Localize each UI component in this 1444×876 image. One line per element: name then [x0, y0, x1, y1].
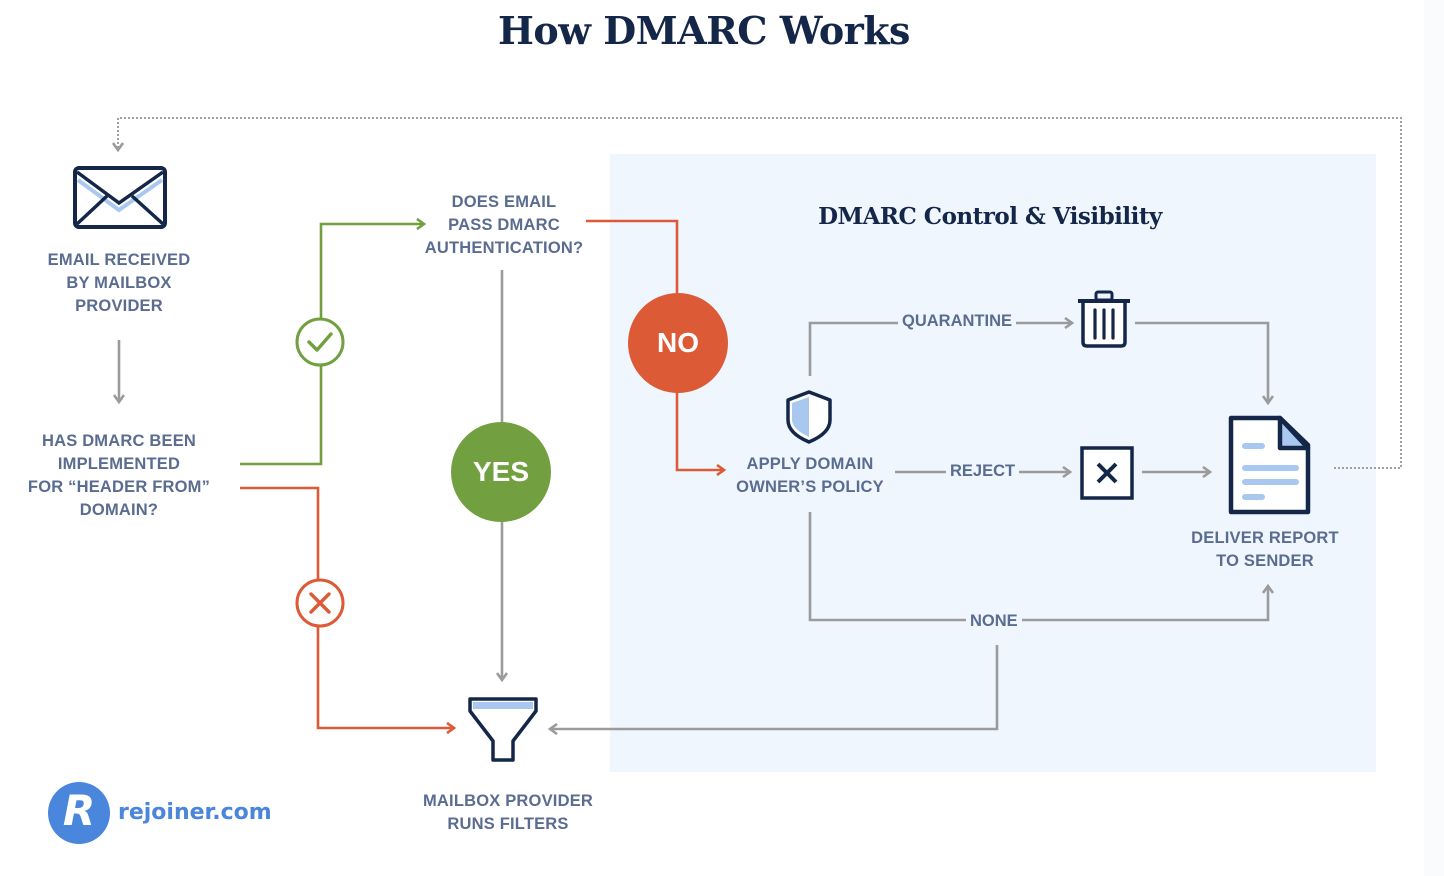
checkmark-glyph — [307, 332, 333, 352]
node-label-line: DELIVER REPORT — [1191, 529, 1339, 547]
arrow-none-to-filters — [550, 645, 999, 729]
no-badge: NO — [628, 293, 728, 393]
funnel-icon — [468, 697, 538, 762]
logo-letter: R — [62, 786, 96, 835]
node-label-line: DOES EMAIL — [451, 193, 557, 211]
node-label-line: HAS DMARC BEEN — [41, 432, 197, 450]
edge-label-reject: REJECT — [946, 461, 1020, 481]
node-runs-filters: MAILBOX PROVIDER RUNS FILTERS — [398, 790, 618, 836]
node-label-line: OWNER’S POLICY — [736, 478, 884, 496]
node-label-line: EMAIL RECEIVED — [47, 251, 191, 269]
edge-policy-none — [808, 512, 1268, 622]
rejoiner-logo[interactable]: R — [48, 782, 110, 844]
page-edge — [1424, 0, 1444, 876]
check-circle-icon — [295, 317, 345, 367]
report-feedback-loop — [118, 117, 1402, 469]
node-label-line: APPLY DOMAIN — [746, 455, 874, 473]
node-deliver-report: DELIVER REPORT TO SENDER — [1165, 527, 1365, 573]
node-label-line: RUNS FILTERS — [447, 815, 569, 833]
node-label-line: DOMAIN? — [79, 501, 159, 519]
document-icon — [1228, 415, 1311, 515]
arrow-dmarc-implemented-no — [240, 486, 454, 728]
panel-title: DMARC Control & Visibility — [818, 203, 1162, 230]
node-label-line: PASS DMARC — [448, 216, 560, 234]
node-label-line: MAILBOX PROVIDER — [422, 792, 594, 810]
edge-label-quarantine: QUARANTINE — [898, 311, 1016, 331]
node-label-line: BY MAILBOX — [66, 274, 172, 292]
node-email-received: EMAIL RECEIVED BY MAILBOX PROVIDER — [19, 249, 219, 318]
edge-label-none: NONE — [966, 611, 1022, 631]
shield-icon — [786, 390, 832, 444]
yes-badge: YES — [451, 422, 551, 522]
node-label-line: FOR “HEADER FROM” — [27, 478, 211, 496]
trash-icon — [1078, 290, 1130, 348]
arrow-trash-to-report — [1135, 321, 1268, 403]
node-label-line: IMPLEMENTED — [57, 455, 181, 473]
logo-text[interactable]: rejoiner.com — [118, 800, 272, 825]
x-glyph — [309, 592, 331, 614]
node-label-line: TO SENDER — [1216, 552, 1314, 570]
node-label-line: AUTHENTICATION? — [424, 239, 584, 257]
node-has-dmarc: HAS DMARC BEEN IMPLEMENTED FOR “HEADER F… — [9, 430, 229, 522]
x-box-icon — [1080, 446, 1134, 500]
node-pass-dmarc: DOES EMAIL PASS DMARC AUTHENTICATION? — [404, 191, 604, 260]
envelope-icon — [73, 166, 167, 229]
page-title: How DMARC Works — [498, 8, 910, 53]
node-apply-policy: APPLY DOMAIN OWNER’S POLICY — [720, 453, 900, 499]
node-label-line: PROVIDER — [75, 297, 163, 315]
